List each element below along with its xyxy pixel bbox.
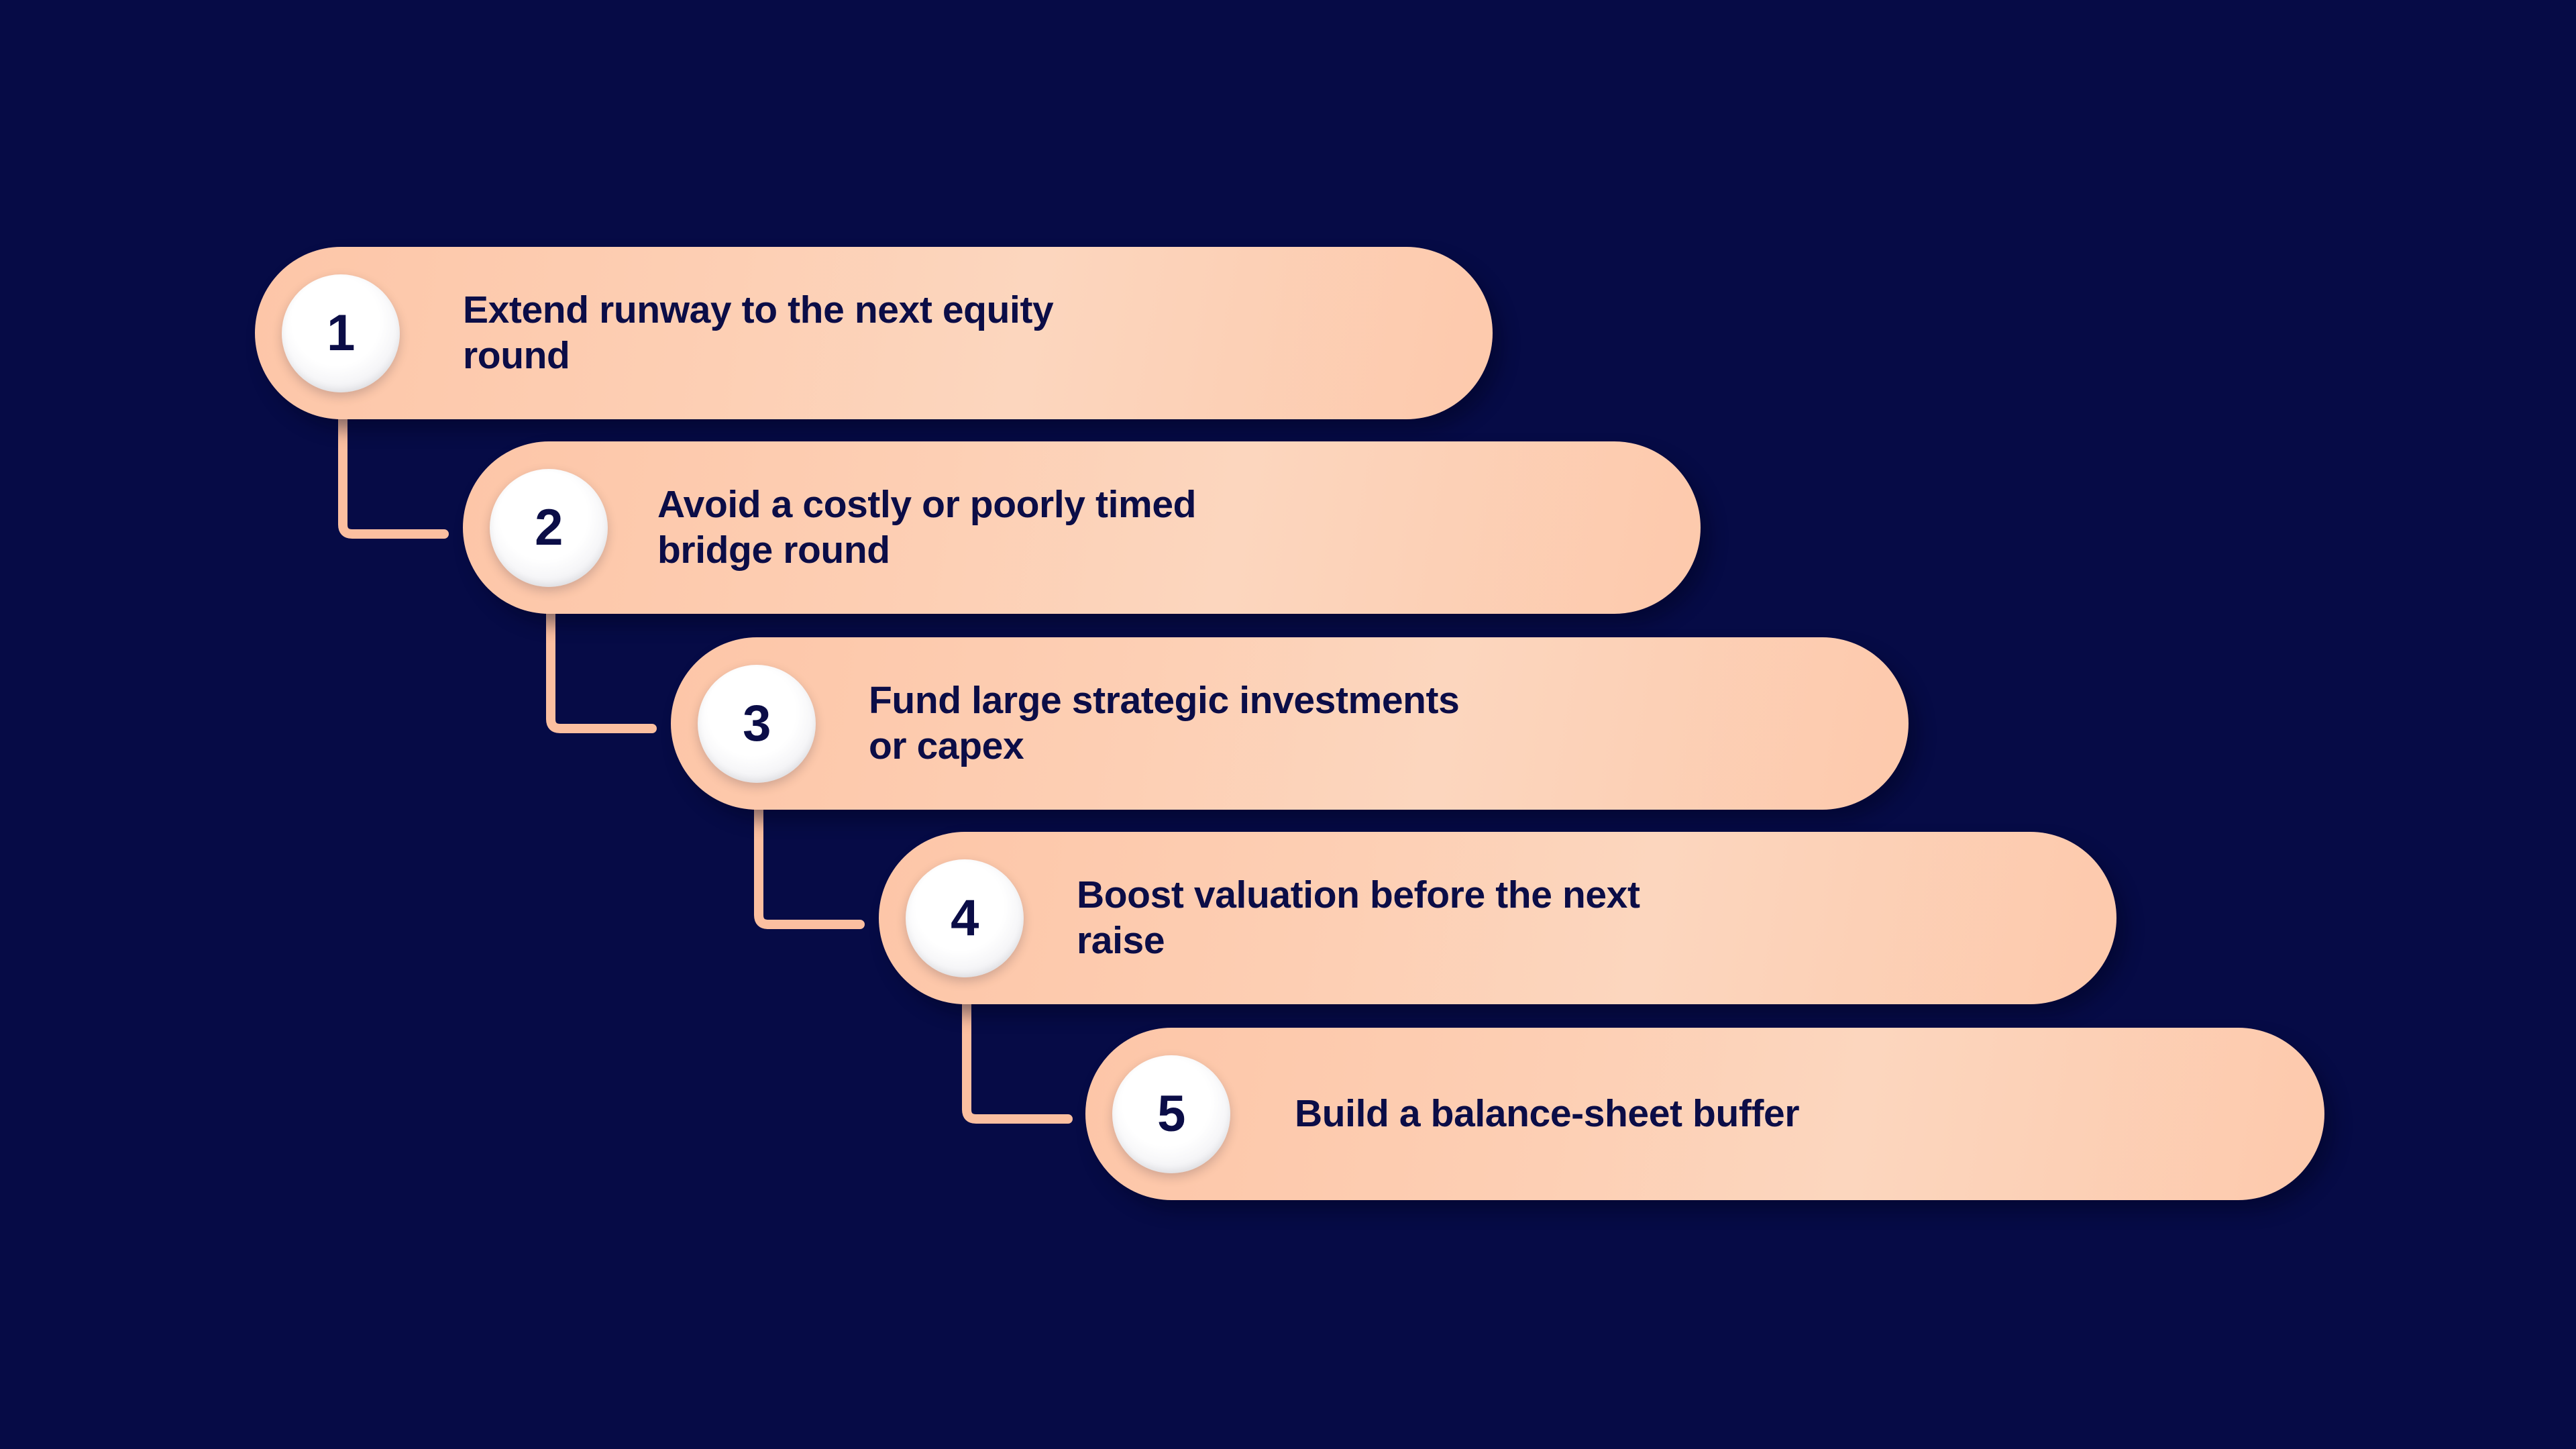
step-number-2: 2 — [535, 498, 563, 556]
step-number-5: 5 — [1157, 1085, 1185, 1142]
step-badge-3: 3 — [698, 664, 816, 783]
step-badge-5: 5 — [1112, 1055, 1230, 1173]
step-label-1: Extend runway to the next equity round — [463, 288, 1054, 377]
step-number-3: 3 — [743, 694, 771, 752]
step-label-4: Boost valuation before the next raise — [1077, 873, 1640, 962]
connector-4-to-5 — [962, 998, 1073, 1124]
step-pill-1[interactable]: 1 Extend runway to the next equity round — [255, 247, 1493, 419]
step-badge-2: 2 — [490, 468, 608, 587]
step-label-3: Fund large strategic investments or cape… — [869, 679, 1460, 767]
connector-3-to-4 — [754, 803, 865, 929]
step-number-4: 4 — [951, 889, 979, 947]
step-label-5: Build a balance-sheet buffer — [1295, 1091, 1800, 1135]
connector-2-to-3 — [546, 607, 657, 733]
step-badge-1: 1 — [282, 274, 400, 392]
step-pill-2[interactable]: 2 Avoid a costly or poorly timed bridge … — [463, 441, 1701, 614]
connector-1-to-2 — [338, 413, 449, 539]
step-pill-4[interactable]: 4 Boost valuation before the next raise — [879, 832, 2116, 1004]
step-number-1: 1 — [327, 304, 355, 362]
step-pill-5[interactable]: 5 Build a balance-sheet buffer — [1085, 1028, 2324, 1200]
step-label-2: Avoid a costly or poorly timed bridge ro… — [657, 483, 1197, 572]
step-badge-4: 4 — [906, 859, 1024, 977]
step-pill-3[interactable]: 3 Fund large strategic investments or ca… — [671, 637, 1909, 810]
